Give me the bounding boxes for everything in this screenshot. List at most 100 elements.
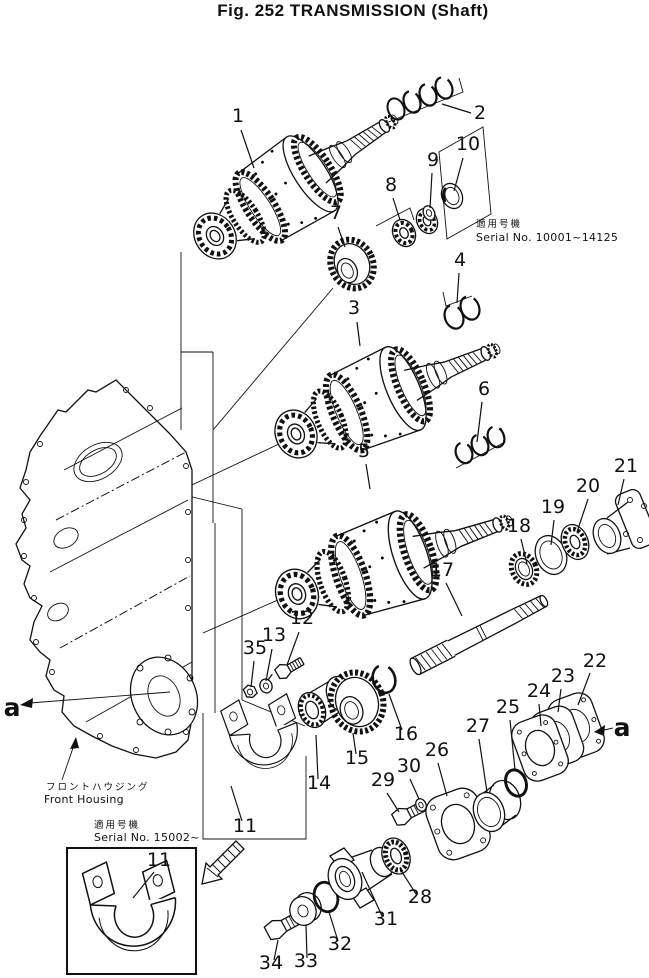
callout-11: 11 xyxy=(233,815,257,837)
callout-leader-22 xyxy=(577,672,591,706)
callout-leader-5 xyxy=(365,463,371,490)
callout-a: a xyxy=(4,693,21,722)
callout-8: 8 xyxy=(385,174,397,196)
callout-leader-4 xyxy=(456,272,460,304)
snap-ring-set-6 xyxy=(454,425,506,469)
serial-top-en: Serial No. 10001~14125 xyxy=(476,231,618,244)
front-housing-en: Front Housing xyxy=(44,793,124,806)
clip-13 xyxy=(259,673,273,694)
callout-1: 1 xyxy=(232,105,244,127)
serial-bottom-jp: 適用号機 xyxy=(94,819,140,831)
callout-9: 9 xyxy=(427,149,439,171)
callout-2: 2 xyxy=(474,102,486,124)
callout-10: 10 xyxy=(456,133,480,155)
replacement-arrow xyxy=(201,840,245,885)
callout-leader-14 xyxy=(315,734,319,780)
seal-9 xyxy=(422,205,436,221)
callout-leader-35 xyxy=(250,660,255,688)
callout-leader-1 xyxy=(240,129,255,169)
serial-bottom-en: Serial No. 15002~ xyxy=(94,831,200,844)
callout-14: 14 xyxy=(307,772,331,794)
callout-12: 12 xyxy=(290,607,314,629)
callout-leader-33 xyxy=(305,924,308,959)
callout-17: 17 xyxy=(430,559,454,581)
callout-leader-17 xyxy=(445,582,463,617)
callout-leader-25 xyxy=(509,719,516,771)
callout-5: 5 xyxy=(358,440,370,462)
callout-leader-6 xyxy=(476,401,483,443)
callout-35: 35 xyxy=(243,637,267,659)
callout-6: 6 xyxy=(478,378,490,400)
callout-20: 20 xyxy=(576,475,600,497)
callout-13: 13 xyxy=(262,624,286,646)
output-flange-opening xyxy=(129,654,199,736)
callout-leader-3 xyxy=(356,321,361,347)
callout-leader-9 xyxy=(429,172,433,209)
gear-18 xyxy=(508,551,540,587)
callout-33: 33 xyxy=(294,950,318,972)
retainer-24 xyxy=(511,714,569,782)
callout-leader-21 xyxy=(617,478,625,506)
section-arrow-a-right xyxy=(594,725,614,736)
callout-leader-8 xyxy=(392,197,401,221)
callout-26: 26 xyxy=(425,739,449,761)
callout-leader-7 xyxy=(337,226,346,248)
callout-22: 22 xyxy=(583,650,607,672)
front-housing-arrow xyxy=(61,737,79,781)
snap-ring-set-2 xyxy=(385,76,464,124)
figure-title: Fig. 252 TRANSMISSION (Shaft) xyxy=(217,1,488,20)
callout-7: 7 xyxy=(330,202,342,224)
callout-leader-10 xyxy=(453,157,464,192)
bearing-cap-11 xyxy=(218,687,307,777)
inset-box xyxy=(66,847,197,975)
callout-23: 23 xyxy=(551,665,575,687)
callout-16: 16 xyxy=(394,723,418,745)
callout-leader-12 xyxy=(286,631,300,666)
bearing-20 xyxy=(560,523,590,561)
callout-leader-11 xyxy=(132,871,155,899)
callout-leader-29 xyxy=(386,792,400,813)
housing-bolt-holes xyxy=(21,387,191,753)
bolt-12 xyxy=(273,656,305,680)
output-shaft-17 xyxy=(409,594,549,676)
callout-30: 30 xyxy=(397,755,421,777)
callout-leader-15 xyxy=(352,732,357,755)
callout-leader-24 xyxy=(538,703,542,727)
callout-leader-18 xyxy=(520,538,528,565)
ring-10 xyxy=(440,182,464,210)
callout-leader-30 xyxy=(409,778,420,800)
bearing-pair-8 xyxy=(375,207,439,248)
callout-leader-19 xyxy=(550,519,555,546)
callout-leader-16 xyxy=(388,693,403,731)
callout-29: 29 xyxy=(371,769,395,791)
callout-34: 34 xyxy=(259,952,283,974)
snap-ring-set-4 xyxy=(442,291,481,330)
yoke-21 xyxy=(592,489,649,555)
serial-panel xyxy=(438,126,492,240)
front-housing-jp: フロントハウジング xyxy=(46,781,150,793)
callout-21: 21 xyxy=(614,455,638,477)
callout-leader-28 xyxy=(401,871,417,895)
callout-28: 28 xyxy=(408,886,432,908)
callout-11: 11 xyxy=(147,849,171,871)
callout-leader-23 xyxy=(557,688,562,713)
callout-leader-11 xyxy=(230,785,243,822)
callout-leader-32 xyxy=(328,911,339,942)
serial-top-jp: 適用号機 xyxy=(476,218,522,230)
callout-leader-26 xyxy=(437,762,448,797)
bearing-28 xyxy=(381,837,411,875)
gear-7 xyxy=(327,236,377,292)
washer-30 xyxy=(415,798,427,812)
callout-19: 19 xyxy=(541,496,565,518)
callout-31: 31 xyxy=(374,908,398,930)
input-shaft-assembly-1 xyxy=(174,81,420,284)
section-arrow-a-left xyxy=(20,691,171,708)
nut-35 xyxy=(242,684,258,699)
callout-3: 3 xyxy=(348,297,360,319)
callout-25: 25 xyxy=(496,696,520,718)
callout-leader-27 xyxy=(478,738,488,793)
callout-leader-34 xyxy=(273,939,279,961)
callout-32: 32 xyxy=(328,933,352,955)
